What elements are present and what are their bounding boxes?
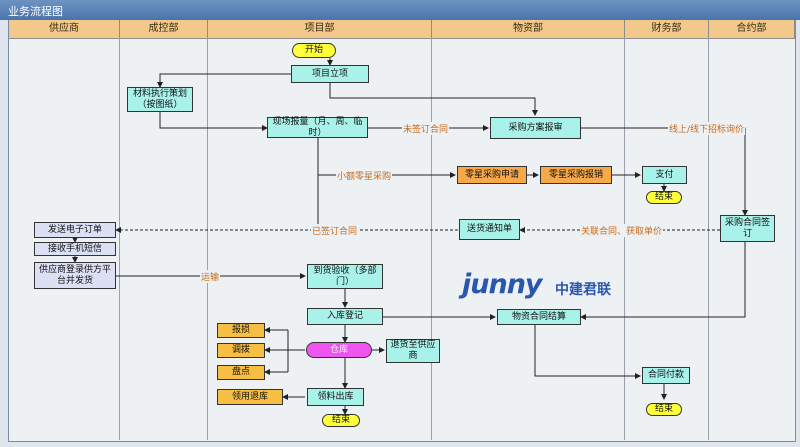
lane-divider — [624, 38, 625, 440]
receive-sms-node: 接收手机短信 — [34, 242, 116, 256]
logo-chinese: 中建君联 — [555, 282, 611, 298]
edge-label-transport: 运输 — [200, 270, 221, 283]
spot-purchase-reimburse-node: 零星采购报销 — [540, 166, 612, 184]
start-node: 开始 — [292, 43, 336, 58]
window-titlebar: 业务流程图 — [0, 0, 800, 20]
pay-node: 支付 — [642, 166, 687, 184]
lane-header-project: 项目部 — [208, 20, 432, 39]
lane-header-material: 物资部 — [432, 20, 625, 39]
site-measure-node: 现场报量（月、周、临时） — [267, 117, 368, 138]
lane-divider — [119, 38, 120, 440]
lane-header-contract: 合约部 — [709, 20, 795, 39]
scrap-node: 报损 — [217, 323, 265, 338]
delivery-notice-node: 送货通知单 — [459, 219, 520, 240]
lane-divider — [708, 38, 709, 440]
return-material-node: 领用退库 — [217, 389, 283, 405]
project-setup-node: 项目立项 — [291, 65, 369, 83]
edge-label-signed-contract: 已签订合同 — [311, 224, 359, 237]
lane-header-finance: 财务部 — [625, 20, 709, 39]
logo-latin: junny — [462, 269, 543, 300]
arrival-acceptance-node: 到货验收（多部门） — [307, 264, 383, 289]
purchase-approval-node: 采购方案报审 — [490, 117, 581, 139]
edge-contract-settlement — [580, 242, 746, 320]
edge-label-associate-contract: 关联合同、获取单价 — [580, 224, 664, 237]
edge-setup-plan — [157, 73, 291, 88]
spot-purchase-apply-node: 零星采购申请 — [457, 166, 527, 184]
edge-label-small-amount: 小额零星采购 — [336, 169, 393, 182]
lane-divider — [431, 38, 432, 440]
company-logo: junny 中建君联 — [462, 269, 611, 300]
edge-plan-measure — [159, 112, 268, 131]
contract-pay-node: 合同付款 — [642, 367, 690, 384]
end-main-node: 结束 — [322, 414, 360, 427]
edge-label-unsigned-contract: 未签订合同 — [402, 122, 450, 135]
issue-out-node: 领料出库 — [307, 388, 364, 406]
edge-settlement-pay — [534, 325, 641, 379]
end-pay-node: 结束 — [646, 191, 682, 204]
return-supplier-node: 退货至供应商 — [386, 339, 440, 363]
supplier-ship-node: 供应商登录供方平台并发货 — [34, 262, 116, 289]
window-title: 业务流程图 — [8, 5, 63, 18]
lane-header-supplier: 供应商 — [9, 20, 120, 39]
send-order-node: 发送电子订单 — [34, 222, 116, 238]
edge-label-online-offline: 线上/线下招标询价 — [668, 122, 746, 135]
material-settlement-node: 物资合同结算 — [497, 309, 581, 325]
purchase-contract-node: 采购合同签订 — [720, 215, 775, 242]
end-contract-node: 结束 — [646, 403, 682, 416]
edge-setup-approval — [329, 83, 538, 116]
inventory-node: 盘点 — [217, 365, 265, 380]
transfer-node: 调拨 — [217, 343, 265, 358]
material-plan-node: 材料执行策划（按图纸） — [127, 87, 193, 112]
stock-in-node: 入库登记 — [307, 308, 383, 325]
warehouse-node: 仓库 — [306, 342, 372, 358]
lane-divider — [207, 38, 208, 440]
lane-header-cost: 成控部 — [120, 20, 208, 39]
